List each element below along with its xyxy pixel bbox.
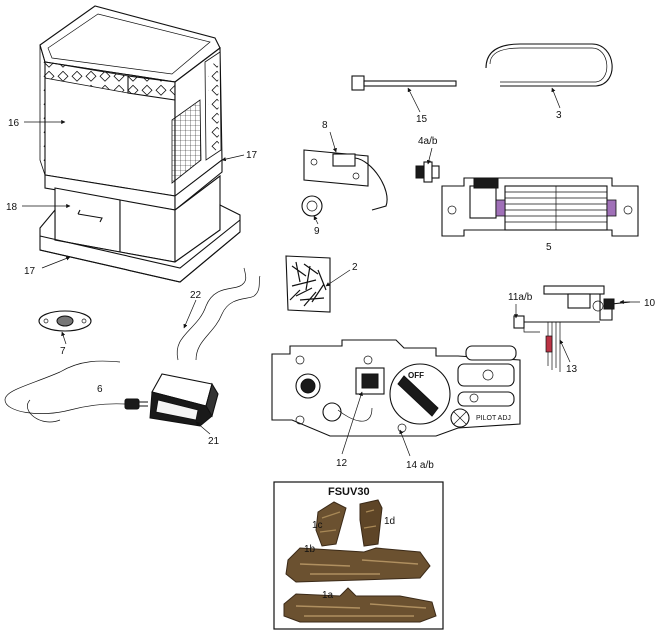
label-15: 15: [416, 114, 428, 125]
label-10: 10: [644, 298, 656, 309]
valve-knob-text: OFF: [408, 371, 424, 380]
valve-side-text: PILOT ADJ: [476, 415, 511, 422]
pilot-assembly: [513, 285, 631, 372]
part-7-plate: [38, 310, 92, 332]
label-7: 7: [60, 346, 66, 357]
gas-valve: OFF PILOT ADJ: [271, 339, 521, 437]
label-1b: 1b: [304, 544, 316, 555]
label-13: 13: [566, 364, 578, 375]
part-labels: 16 17 18 17 15 3 8 4a/b 9 5 2 22 7 6 21 …: [6, 110, 656, 601]
label-21: 21: [208, 436, 220, 447]
label-6: 6: [97, 384, 103, 395]
label-8: 8: [322, 120, 328, 131]
label-22: 22: [190, 290, 202, 301]
label-1d: 1d: [384, 516, 395, 527]
part-3-hook-wire: [485, 43, 613, 87]
part-6-cord: [4, 360, 148, 423]
label-18: 18: [6, 202, 18, 213]
label-1a: 1a: [322, 590, 334, 601]
leader-lines: [22, 87, 640, 457]
label-16: 16: [8, 118, 20, 129]
part-15-rod: [351, 75, 457, 91]
log-set-panel: [273, 481, 444, 630]
part-9-grommet: [301, 195, 323, 217]
label-17a: 17: [246, 150, 258, 161]
panel-title: FSUV30: [328, 486, 370, 498]
label-14ab: 14 a/b: [406, 460, 434, 471]
label-2: 2: [352, 262, 358, 273]
label-12: 12: [336, 458, 348, 469]
label-5: 5: [546, 242, 552, 253]
part-2-screw-bag: [285, 255, 331, 313]
label-17b: 17: [24, 266, 36, 277]
part-8-bracket: [303, 149, 388, 211]
stove-cabinet: [39, 5, 241, 283]
label-3: 3: [556, 110, 562, 121]
part-4ab-fitting: [415, 161, 440, 183]
part-21-22-transformer: [149, 267, 261, 427]
label-1c: 1c: [312, 520, 323, 531]
label-11ab: 11a/b: [508, 292, 533, 303]
label-9: 9: [314, 226, 320, 237]
part-5-blower: [441, 177, 639, 237]
label-4ab: 4a/b: [418, 136, 438, 147]
